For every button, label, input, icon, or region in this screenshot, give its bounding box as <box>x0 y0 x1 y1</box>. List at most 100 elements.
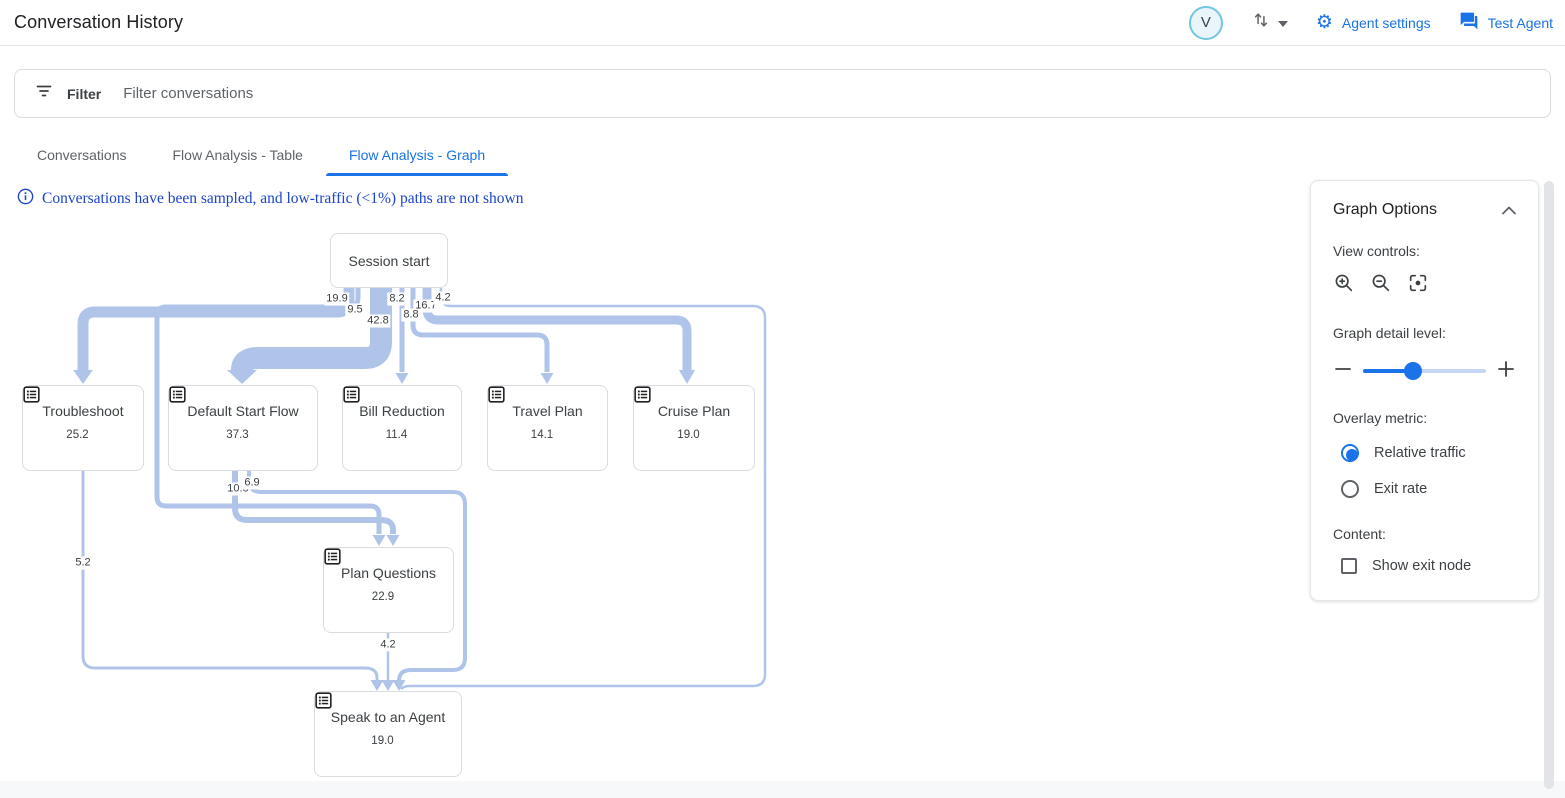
flow-edge-session_start-to-default_start_flow <box>231 288 392 371</box>
node-traffic-value: 25.2 <box>66 429 89 441</box>
avatar[interactable]: V <box>1188 5 1223 40</box>
edge-label-session_start-to-bill_reduction: 8.2 <box>387 292 407 306</box>
flow-edge-session_start-to-speak_to_agent <box>400 288 767 690</box>
header: Conversation History V ⚙ Agent settings <box>0 0 1565 46</box>
radio-option-relative-traffic[interactable]: Relative traffic <box>1333 444 1516 462</box>
agent-settings-label: Agent settings <box>1341 14 1431 31</box>
node-traffic-value: 14.1 <box>530 429 554 441</box>
node-title: Cruise Plan <box>657 403 731 419</box>
arrowhead <box>227 370 257 384</box>
arrowhead <box>381 680 395 691</box>
flow-node-speak-to-agent[interactable]: Speak to an Agent 19.0 <box>314 691 462 777</box>
arrowhead <box>678 370 696 384</box>
arrowhead <box>73 370 93 384</box>
vertical-scrollbar[interactable] <box>1544 181 1554 789</box>
edge-label-default_start_flow-to-plan_questions: 10.8 <box>225 482 251 496</box>
graph-detail-label: Graph detail level: <box>1333 325 1446 341</box>
overlay-metric-label: Overlay metric: <box>1333 410 1428 426</box>
arrowhead <box>395 373 409 384</box>
arrowhead <box>540 373 554 384</box>
zoom-out-icon <box>1370 272 1392 297</box>
edge-label-default_start_flow-to-speak_to_agent: 6.9 <box>242 476 262 490</box>
show-exit-node-option[interactable]: Show exit node <box>1333 558 1516 574</box>
radio-button[interactable] <box>1341 480 1359 498</box>
chevron-up-icon <box>1502 203 1516 218</box>
node-traffic-value: 11.4 <box>385 429 408 441</box>
swap-vert-icon <box>1251 10 1271 35</box>
flow-edge-session_start-to-travel_plan <box>410 288 550 372</box>
flow-node-session-start[interactable]: Session start <box>330 233 448 288</box>
edge-label-troubleshoot-to-speak_to_agent: 5.2 <box>73 556 93 570</box>
sampling-notice: Conversations have been sampled, and low… <box>17 188 1565 210</box>
view-controls-label: View controls: <box>1333 243 1420 259</box>
flow-node-troubleshoot[interactable]: Troubleshoot 25.2 <box>22 385 144 471</box>
arrowhead <box>372 535 386 546</box>
edge-label-plan_questions-to-speak_to_agent: 4.2 <box>378 638 398 652</box>
edge-label-session_start-to-cruise_plan: 16.7 <box>413 299 439 313</box>
filter-conversations-input[interactable]: Filter conversations <box>123 85 254 102</box>
radio-label: Relative traffic <box>1374 445 1466 461</box>
edge-label-session_start-to-default_start_flow: 42.8 <box>365 314 391 328</box>
edge-label-session_start-to-plan_questions: 9.5 <box>345 303 365 317</box>
node-title: Speak to an Agent <box>330 709 446 725</box>
flow-node-travel-plan[interactable]: Travel Plan 14.1 <box>487 385 608 471</box>
graph-options-title: Graph Options <box>1333 201 1438 218</box>
flow-node-plan-questions[interactable]: Plan Questions 22.9 <box>323 547 454 633</box>
bottom-strip <box>0 781 1565 798</box>
filter-label: Filter <box>67 85 102 102</box>
node-title: Plan Questions <box>341 565 436 581</box>
tab-conversations[interactable]: Conversations <box>37 147 127 163</box>
agent-settings-button[interactable]: ⚙ Agent settings <box>1316 13 1431 32</box>
radio-option-exit-rate[interactable]: Exit rate <box>1333 480 1516 498</box>
node-meta: 22.9 <box>324 548 405 603</box>
center-focus-button[interactable] <box>1407 272 1429 297</box>
node-traffic-value: 22.9 <box>371 591 395 603</box>
graph-options-panel: Graph Options View controls: <box>1310 180 1539 601</box>
radio-label: Exit rate <box>1374 481 1428 497</box>
node-meta: 37.3 <box>169 386 259 441</box>
flow-edge-session_start-to-cruise_plan <box>422 288 692 371</box>
arrowhead <box>386 535 400 546</box>
show-exit-node-label: Show exit node <box>1372 558 1472 574</box>
edge-label-session_start-to-speak_to_agent: 4.2 <box>433 291 453 305</box>
show-exit-node-checkbox[interactable] <box>1341 558 1357 574</box>
tab-flow-analysis-graph[interactable]: Flow Analysis - Graph <box>325 134 509 176</box>
slider-thumb[interactable] <box>1404 361 1423 380</box>
flow-node-default-start-flow[interactable]: Default Start Flow 37.3 <box>168 385 318 471</box>
radio-button[interactable] <box>1341 444 1359 462</box>
detail-increase-button[interactable] <box>1496 359 1516 382</box>
flow-edge-default_start_flow-to-plan_questions <box>232 471 396 534</box>
node-traffic-value: 19.0 <box>677 429 700 441</box>
edge-label-session_start-to-troubleshoot: 19.9 <box>324 292 350 306</box>
collapse-panel-button[interactable] <box>1502 203 1516 218</box>
zoom-out-button[interactable] <box>1370 272 1392 297</box>
node-title: Default Start Flow <box>187 403 299 419</box>
node-traffic-value: 37.3 <box>226 429 249 441</box>
flow-node-cruise-plan[interactable]: Cruise Plan 19.0 <box>633 385 755 471</box>
test-agent-button[interactable]: Test Agent <box>1459 11 1553 34</box>
page-title: Conversation History <box>14 12 184 32</box>
flow-edge-session_start-to-troubleshoot <box>77 288 355 371</box>
gear-icon: ⚙ <box>1315 12 1333 33</box>
node-meta: 11.4 <box>343 386 419 441</box>
test-agent-label: Test Agent <box>1487 14 1553 31</box>
tab-flow-analysis-table[interactable]: Flow Analysis - Table <box>172 147 303 163</box>
chevron-down-icon <box>1277 14 1288 32</box>
plus-icon <box>1496 359 1516 382</box>
content-label: Content: <box>1333 526 1386 542</box>
arrowhead <box>370 680 384 691</box>
center-focus-icon <box>1407 272 1429 297</box>
node-title: Troubleshoot <box>42 403 124 419</box>
minus-icon <box>1333 359 1353 382</box>
node-meta: 19.0 <box>634 386 710 441</box>
node-title: Travel Plan <box>512 403 583 419</box>
graph-detail-slider[interactable] <box>1363 361 1486 380</box>
zoom-in-button[interactable] <box>1333 272 1355 297</box>
sort-button[interactable] <box>1251 10 1288 35</box>
tab-bar: Conversations Flow Analysis - Table Flow A… <box>14 134 1565 176</box>
node-traffic-value: 19.0 <box>371 735 394 747</box>
detail-decrease-button[interactable] <box>1333 359 1353 382</box>
